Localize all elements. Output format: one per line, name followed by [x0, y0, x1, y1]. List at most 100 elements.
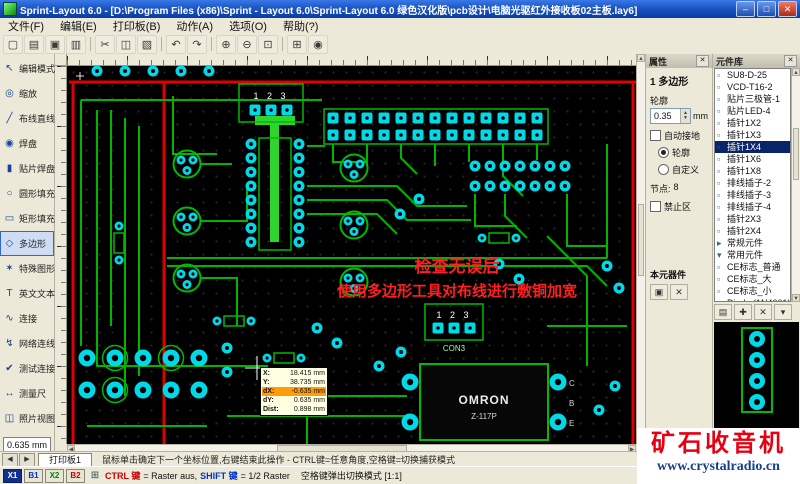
tool-text[interactable]: T英文文本: [0, 281, 54, 306]
library-remove-button[interactable]: ✕: [754, 304, 772, 320]
connector-con3[interactable]: 1 2 3 CON3: [425, 304, 483, 353]
scroll-down-icon[interactable]: ▼: [792, 294, 800, 302]
spinner-arrows-icon[interactable]: ▲▼: [680, 109, 690, 123]
scroll-up-icon[interactable]: ▲: [637, 54, 645, 62]
menu-file[interactable]: 文件(F): [0, 17, 52, 35]
copy-icon[interactable]: ◫: [116, 35, 136, 54]
scroll-up-icon[interactable]: ▲: [792, 68, 800, 76]
tool-test[interactable]: ✔测试连接: [0, 356, 54, 381]
outline-width-input[interactable]: 0.35 ▲▼: [650, 108, 691, 124]
library-item[interactable]: ▫ 插针1X3: [715, 129, 790, 141]
footprint-icon: ▫: [717, 225, 725, 237]
menu-board[interactable]: 打印板(B): [105, 17, 169, 35]
pad-grid[interactable]: [470, 161, 571, 192]
delete-component-button[interactable]: ✕: [670, 284, 688, 300]
tool-connection[interactable]: ∿连接: [0, 306, 54, 331]
titlebar[interactable]: Sprint-Layout 6.0 - [D:\Program Files (x…: [0, 0, 800, 18]
undo-icon[interactable]: ↶: [166, 35, 186, 54]
library-folder-button[interactable]: ▤: [714, 304, 732, 320]
library-item[interactable]: ▫ VCD-T16-2: [715, 81, 790, 93]
library-item[interactable]: ▫ 排线插子-2: [715, 177, 790, 189]
close-library-icon[interactable]: ✕: [784, 55, 797, 67]
library-item[interactable]: ▫ 贴片三极管-1: [715, 93, 790, 105]
footprint-icon: ▫: [717, 93, 725, 105]
close-properties-icon[interactable]: ✕: [696, 55, 709, 67]
unit-label: mm: [693, 111, 708, 121]
grid-icon[interactable]: ⊞: [287, 35, 307, 54]
footprint-icon: ▫: [717, 297, 725, 302]
zoom-out-icon[interactable]: ⊖: [237, 35, 257, 54]
photo-view-icon[interactable]: ◉: [308, 35, 328, 54]
library-item[interactable]: ▫ CE标志_大: [715, 273, 790, 285]
library-item[interactable]: ▸ 常规元件: [715, 237, 790, 249]
library-item[interactable]: ▾ 常用元件: [715, 249, 790, 261]
redo-icon[interactable]: ↷: [187, 35, 207, 54]
new-file-icon[interactable]: ▢: [3, 35, 23, 54]
library-item[interactable]: ▫ 插针2X4: [715, 225, 790, 237]
save-icon[interactable]: ▣: [45, 35, 65, 54]
close-button[interactable]: ✕: [778, 1, 797, 17]
menu-edit[interactable]: 编辑(E): [52, 17, 105, 35]
mode-outline-radio[interactable]: 轮廓: [646, 142, 712, 159]
prev-board-icon[interactable]: ◀: [2, 453, 18, 467]
zoom-fit-icon[interactable]: ⊡: [258, 35, 278, 54]
library-scroll-thumb[interactable]: [793, 128, 799, 180]
library-menu-button[interactable]: ▾: [774, 304, 792, 320]
connector-dual-row[interactable]: [324, 109, 548, 144]
auto-ground-checkbox[interactable]: 自动接地: [646, 124, 712, 142]
menu-help[interactable]: 帮助(?): [275, 17, 326, 35]
pcb-canvas[interactable]: 1 2 3: [67, 66, 636, 444]
nodes-value: 8: [674, 182, 679, 195]
library-item[interactable]: ▫ 排线插子-4: [715, 201, 790, 213]
save-component-button[interactable]: ▣: [650, 284, 668, 300]
cut-icon[interactable]: ✂: [95, 35, 115, 54]
print-icon[interactable]: ▥: [66, 35, 86, 54]
library-item[interactable]: ▫ CE标志_小: [715, 285, 790, 297]
tool-pad[interactable]: ◉焊盘: [0, 131, 54, 156]
cutout-checkbox[interactable]: 禁止区: [646, 195, 712, 213]
canvas-vertical-scrollbar[interactable]: ▲ ▼: [636, 54, 645, 444]
open-file-icon[interactable]: ▤: [24, 35, 44, 54]
zoom-in-icon[interactable]: ⊕: [216, 35, 236, 54]
library-item[interactable]: ▫ 贴片LED-4: [715, 105, 790, 117]
tool-zoom[interactable]: ◎缩放: [0, 81, 54, 106]
library-item[interactable]: ▫ 插针1X4: [715, 141, 790, 153]
maximize-button[interactable]: □: [757, 1, 776, 17]
library-item[interactable]: ▫ Diode (1N4001): [715, 297, 790, 302]
footprint-icon: ▫: [717, 105, 725, 117]
tool-net[interactable]: ↯网络连线: [0, 331, 54, 356]
layer-chip[interactable]: X1: [3, 469, 22, 483]
library-item[interactable]: ▫ 排线插子-3: [715, 189, 790, 201]
library-item[interactable]: ▫ 插针1X6: [715, 153, 790, 165]
canvas-region: 1 2 3: [55, 54, 645, 452]
board-tab[interactable]: 打印板1: [38, 453, 92, 467]
library-add-button[interactable]: ✚: [734, 304, 752, 320]
menu-actions[interactable]: 动作(A): [168, 17, 221, 35]
mode-custom-radio[interactable]: 自定义: [646, 159, 712, 176]
tool-rect-fill[interactable]: ▭矩形填充: [0, 206, 54, 231]
tool-photo-view[interactable]: ◫照片视图: [0, 406, 54, 431]
library-item[interactable]: ▫ 插针2X3: [715, 213, 790, 225]
menu-options[interactable]: 选项(O): [221, 17, 275, 35]
library-item[interactable]: ▫ SU8-D-25: [715, 69, 790, 81]
tool-circle[interactable]: ○圆形填充: [0, 181, 54, 206]
layer-chip[interactable]: B1: [24, 469, 43, 483]
next-board-icon[interactable]: ▶: [19, 453, 35, 467]
library-item[interactable]: ▫ CE标志_普通: [715, 261, 790, 273]
library-item[interactable]: ▫ 插针1X8: [715, 165, 790, 177]
tool-measure[interactable]: ↔测量尺: [0, 381, 54, 406]
paste-icon[interactable]: ▧: [137, 35, 157, 54]
tool-edit-mode[interactable]: ↖编辑模式: [0, 56, 54, 81]
layer-chip[interactable]: B2: [66, 469, 85, 483]
vertical-scroll-thumb[interactable]: [638, 204, 644, 276]
library-item[interactable]: ▫ 插针1X2: [715, 117, 790, 129]
tool-smd-pad[interactable]: ▮贴片焊盘: [0, 156, 54, 181]
layer-chip[interactable]: X2: [45, 469, 64, 483]
relay[interactable]: OMRON Z-117P C B E: [402, 364, 576, 440]
tool-track[interactable]: ╱布线直线: [0, 106, 54, 131]
tool-special-shape[interactable]: ✶特殊图形: [0, 256, 54, 281]
minimize-button[interactable]: –: [736, 1, 755, 17]
library-scrollbar[interactable]: ▲ ▼: [791, 68, 800, 302]
grid-toggle-icon[interactable]: ⊞: [88, 470, 102, 481]
tool-polygon[interactable]: ◇多边形: [0, 231, 54, 256]
